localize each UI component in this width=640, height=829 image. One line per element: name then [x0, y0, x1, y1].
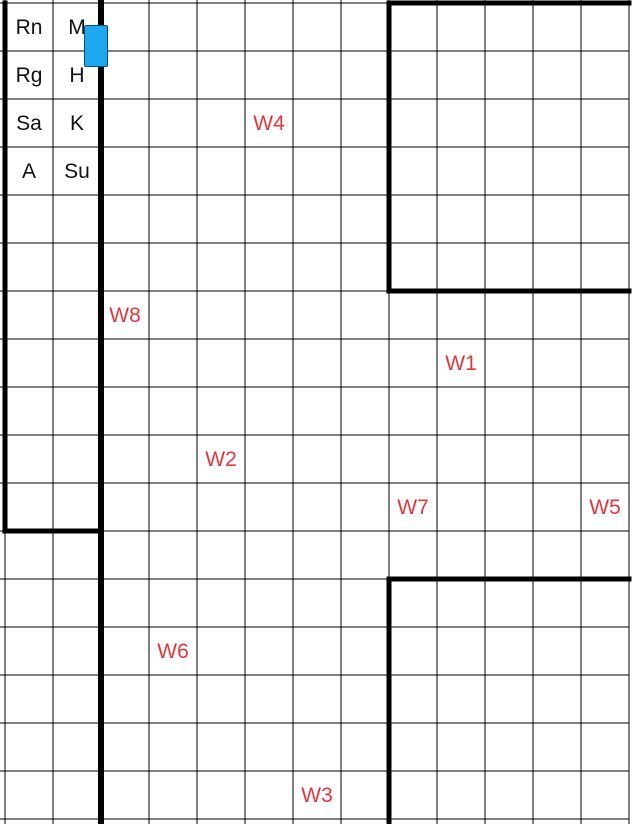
wave-label: W1 — [445, 351, 477, 375]
blue-token[interactable] — [84, 25, 108, 67]
piece-label: K — [69, 111, 84, 135]
piece-label: Su — [64, 159, 90, 183]
piece-label: M — [68, 15, 86, 39]
piece-label: A — [21, 159, 36, 183]
wave-label: W5 — [589, 495, 621, 519]
piece-label: Rg — [15, 63, 43, 87]
wave-label: W3 — [301, 783, 333, 807]
wave-label: W2 — [205, 447, 237, 471]
piece-label: Rn — [15, 15, 43, 39]
wave-label: W4 — [253, 111, 285, 135]
wave-label: W8 — [109, 303, 141, 327]
wave-label: W6 — [157, 639, 189, 663]
wave-label: W7 — [397, 495, 429, 519]
piece-label: H — [69, 63, 85, 87]
piece-label: Sa — [16, 111, 42, 135]
